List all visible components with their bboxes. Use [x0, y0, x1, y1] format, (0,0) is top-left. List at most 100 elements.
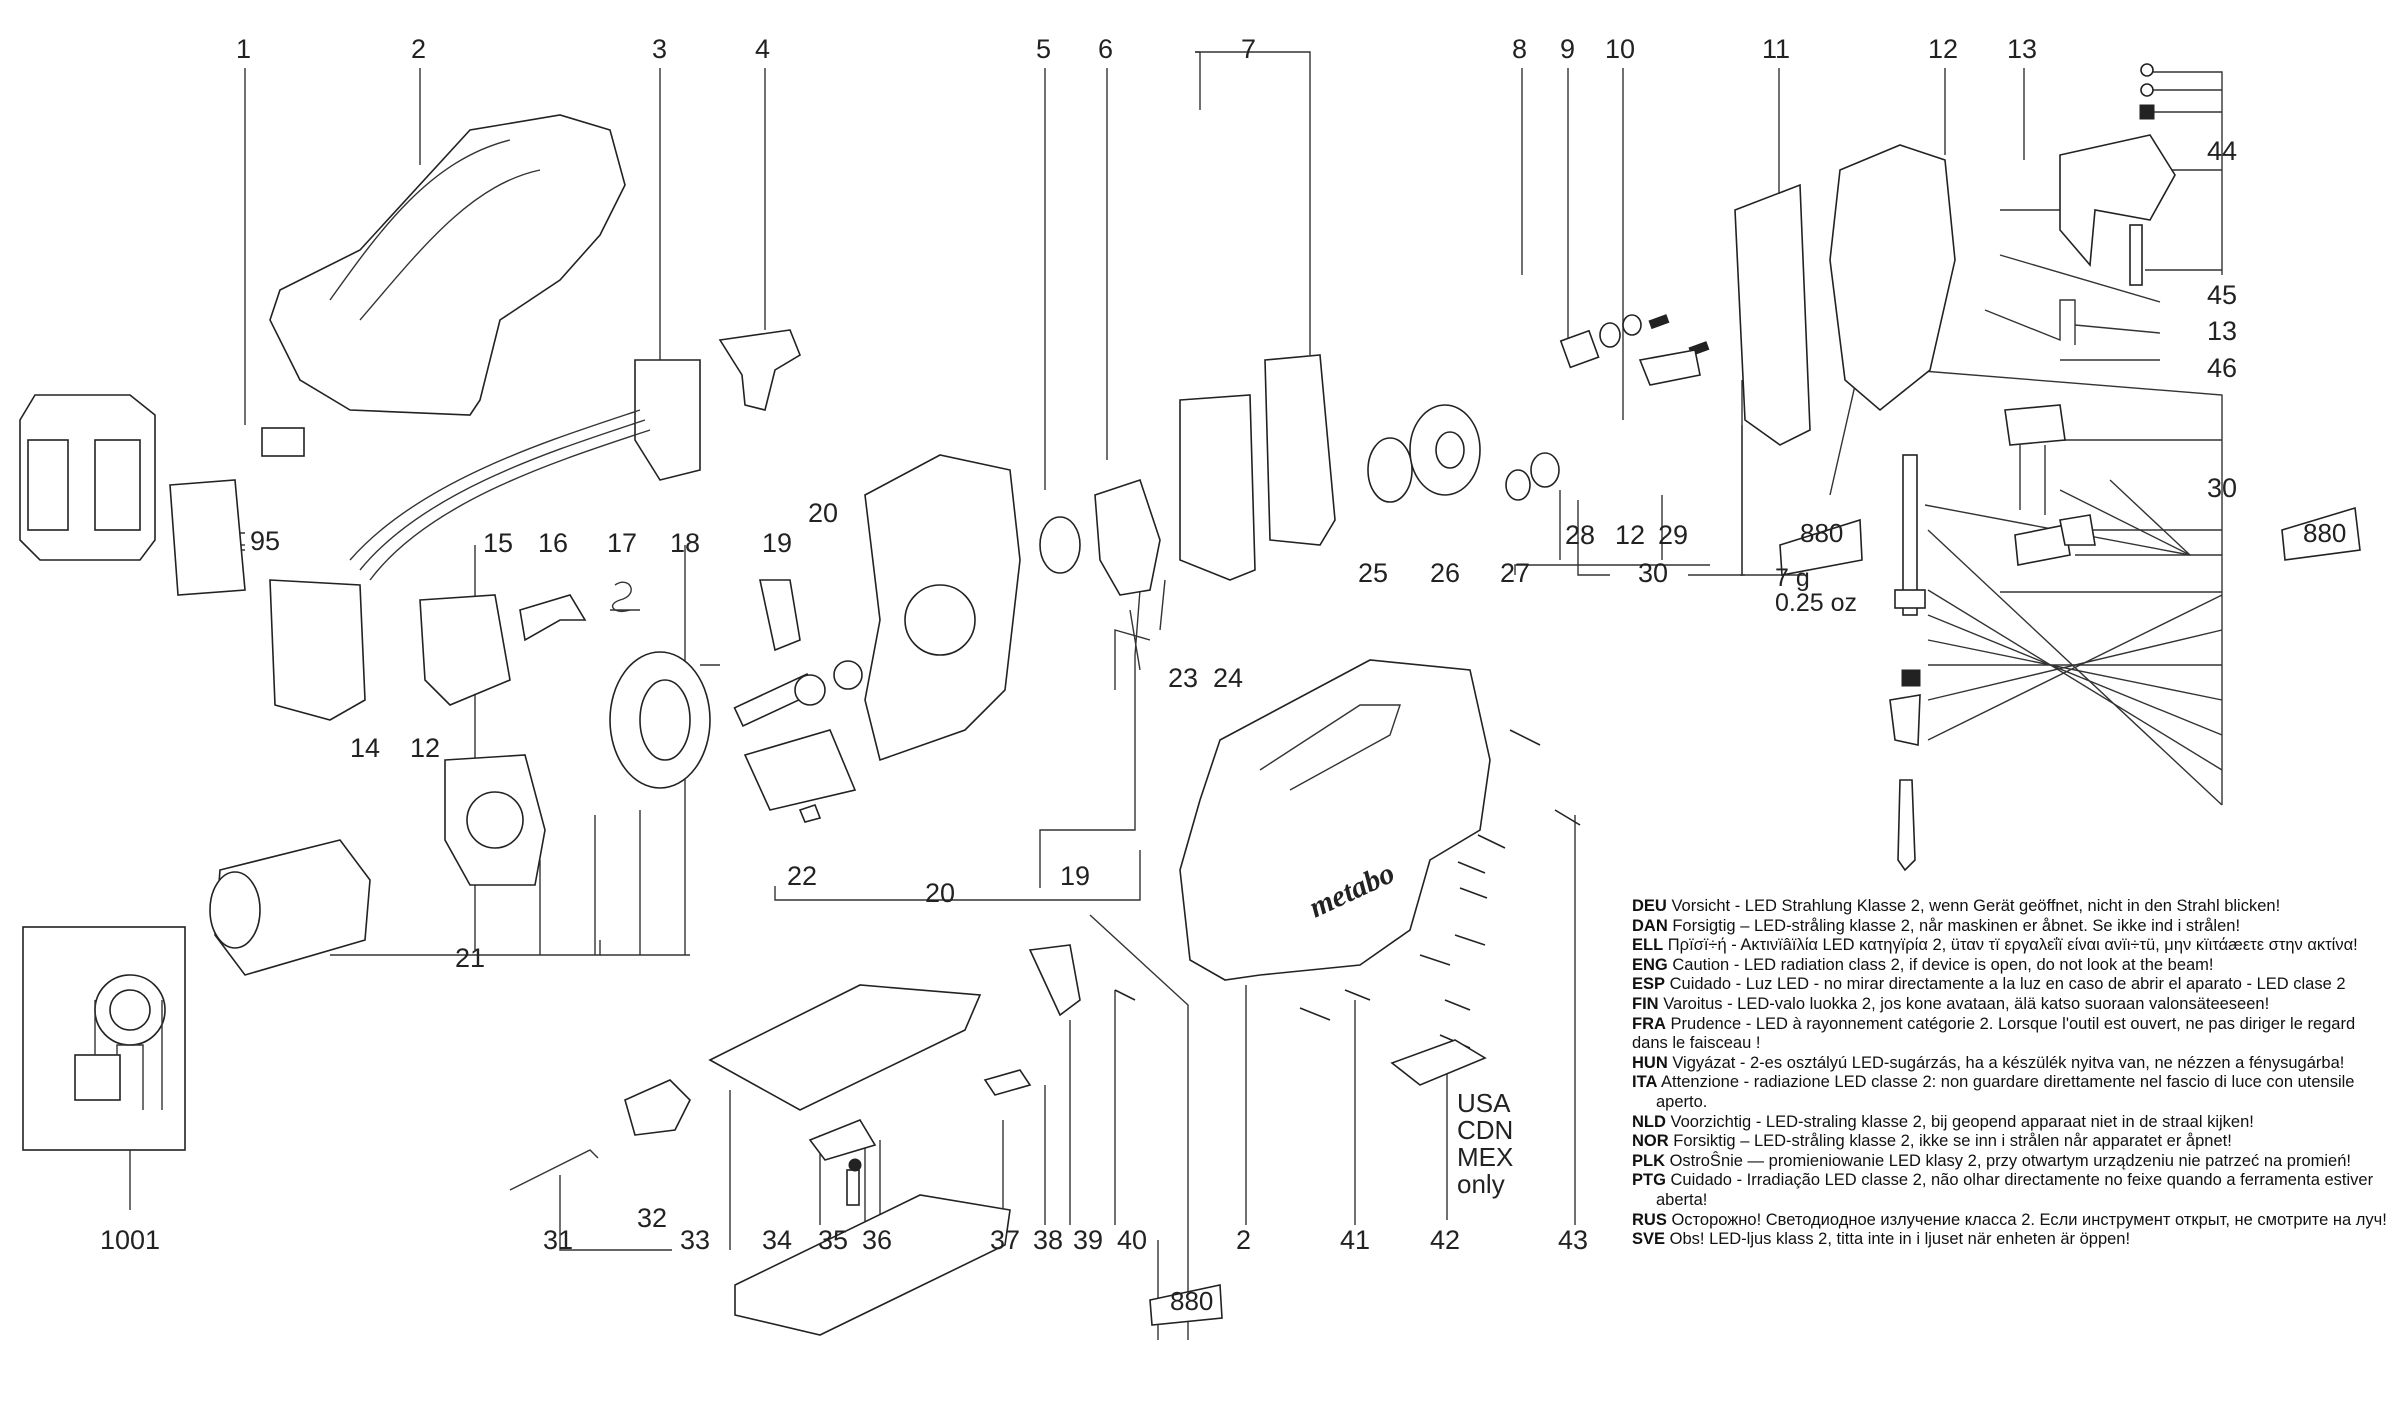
- part-main-housing-2: metabo: [1179, 659, 1491, 981]
- callout-7: 7: [1241, 34, 1257, 64]
- part-motor-flange: [444, 754, 546, 886]
- part-battery-contact-plate: [269, 579, 366, 721]
- warning-rus: RUS Осторожно! Светодиодное излучение кл…: [1632, 1210, 2387, 1229]
- callout-21: 21: [455, 943, 486, 973]
- callout-6: 6: [1098, 34, 1114, 64]
- part-plunger-assembly-30: [1889, 404, 2096, 872]
- callout-2-housing: 2: [1236, 1225, 1252, 1255]
- part-switch-3: [349, 359, 701, 581]
- callout-12c: 12: [410, 733, 441, 763]
- callout-16: 16: [538, 528, 569, 558]
- callout-11: 11: [1762, 34, 1791, 64]
- warning-ell: ELL Πρïσï÷ή - Ακτινïâïλία LED κατηγïρία …: [1632, 936, 2358, 955]
- callout-31: 31: [543, 1225, 574, 1255]
- callout-28: 28: [1565, 520, 1596, 550]
- callout-24: 24: [1213, 663, 1244, 693]
- part-blade-guard-44: [2059, 63, 2176, 286]
- wiring-schematic-1001: [22, 926, 186, 1151]
- callout-37: 37: [990, 1225, 1021, 1255]
- callout-33: 33: [680, 1225, 711, 1255]
- warning-dan: DAN Forsigtig – LED-stråling klasse 2, n…: [1632, 916, 2241, 935]
- callout-30-right: 30: [2207, 473, 2238, 503]
- callout-17: 17: [607, 528, 638, 558]
- callout-15: 15: [483, 528, 514, 558]
- callout-9: 9: [1560, 34, 1576, 64]
- callout-42: 42: [1430, 1225, 1461, 1255]
- grease-tube-label-right: 880: [2303, 518, 2347, 548]
- grease-tube-label: 880: [1800, 518, 1844, 548]
- part-battery: [19, 394, 156, 561]
- part-16: [519, 594, 587, 642]
- region-only: only: [1457, 1169, 1505, 1199]
- callout-34: 34: [762, 1225, 793, 1255]
- part-gear-housing-cover: [1829, 144, 1956, 412]
- part-39-40: [1028, 944, 1136, 1017]
- callout-25: 25: [1358, 558, 1389, 588]
- callout-39: 39: [1073, 1225, 1104, 1255]
- part-gear-housing: [864, 454, 1021, 762]
- callout-40: 40: [1117, 1225, 1148, 1255]
- part-34-35-36: [808, 1119, 877, 1206]
- part-bushings-8-9-10-27: [1505, 314, 1710, 501]
- warning-plk: PLK OstroŜnie — promieniowanie LED klasy…: [1632, 1151, 2351, 1170]
- part-38: [983, 1069, 1032, 1096]
- callout-27: 27: [1500, 558, 1531, 588]
- callout-1001: 1001: [100, 1225, 161, 1255]
- part-gasket-11: [1734, 183, 1811, 446]
- grease-tube-label-bottom: 880: [1170, 1286, 1214, 1316]
- callout-95: 95: [250, 526, 281, 556]
- callout-45: 45: [2207, 280, 2238, 310]
- part-17: [611, 581, 632, 612]
- part-plates-7: [1179, 354, 1336, 581]
- warning-sve: SVE Obs! LED-ljus klass 2, titta inte in…: [1632, 1230, 2131, 1249]
- leader-lines: [129, 51, 2223, 1340]
- grease-amount-grams: 7 g: [1775, 564, 1810, 592]
- part-plate-5: [1039, 516, 1081, 574]
- region-cdn: CDN: [1457, 1115, 1514, 1145]
- part-32: [624, 1079, 691, 1136]
- callout-12b: 12: [1615, 520, 1646, 550]
- callout-38: 38: [1033, 1225, 1064, 1255]
- callout-3: 3: [652, 34, 668, 64]
- part-bearings: [794, 660, 863, 706]
- callout-22: 22: [787, 861, 818, 891]
- callout-36: 36: [862, 1225, 893, 1255]
- warning-deu: DEU Vorsicht - LED Strahlung Klasse 2, w…: [1632, 897, 2281, 915]
- callout-8: 8: [1512, 34, 1528, 64]
- callout-13: 13: [2007, 34, 2038, 64]
- warning-eng: ENG Caution - LED radiation class 2, if …: [1632, 955, 2214, 974]
- part-label-plate-42: [1390, 1039, 1487, 1086]
- warning-esp: ESP Cuidado - Luz LED - no mirar directa…: [1632, 975, 2346, 994]
- part-grease-tubes: [1149, 506, 2361, 1326]
- part-plate-6: [1094, 478, 1161, 671]
- warning-nld: NLD Voorzichtig - LED-straling klasse 2,…: [1632, 1112, 2254, 1131]
- region-note: USA CDN MEX only: [1457, 1090, 1513, 1198]
- callout-20: 20: [808, 498, 839, 528]
- part-sole-plate-37: [734, 1194, 1011, 1336]
- part-hex-key-31: [509, 1149, 599, 1191]
- callout-20b: 20: [925, 878, 956, 908]
- callout-18: 18: [670, 528, 701, 558]
- callout-10: 10: [1605, 34, 1636, 64]
- warning-fra: FRA Prudence - LED à rayonnement catégor…: [1632, 1014, 2356, 1053]
- callout-14: 14: [350, 733, 381, 763]
- callout-1: 1: [236, 34, 252, 64]
- part-base-plate-33: [708, 984, 982, 1111]
- region-usa: USA: [1457, 1088, 1511, 1118]
- callout-19: 19: [762, 528, 793, 558]
- callout-30: 30: [1638, 558, 1669, 588]
- part-motor-21: [209, 839, 371, 976]
- callout-35: 35: [818, 1225, 849, 1255]
- callout-29: 29: [1658, 520, 1689, 550]
- part-wire-46: [1984, 299, 2076, 345]
- callout-13b: 13: [2207, 316, 2238, 346]
- part-gear-18: [609, 651, 711, 789]
- part-26: [1409, 404, 1481, 496]
- warning-nor: NOR Forsiktig – LED-stråling klasse 2, i…: [1632, 1132, 2232, 1151]
- warning-hun: HUN Vigyázat - 2-es osztályú LED-sugárzá…: [1632, 1053, 2345, 1072]
- warning-ptg: PTG Cuidado - Irradiação LED classe 2, n…: [1632, 1171, 2374, 1209]
- callout-44: 44: [2207, 136, 2238, 166]
- warning-ita: ITA Attenzione - radiazione LED classe 2…: [1632, 1073, 2355, 1111]
- warning-fin: FIN Varoitus - LED-valo luokka 2, jos ko…: [1632, 994, 2270, 1013]
- part-seal-25: [1367, 437, 1413, 503]
